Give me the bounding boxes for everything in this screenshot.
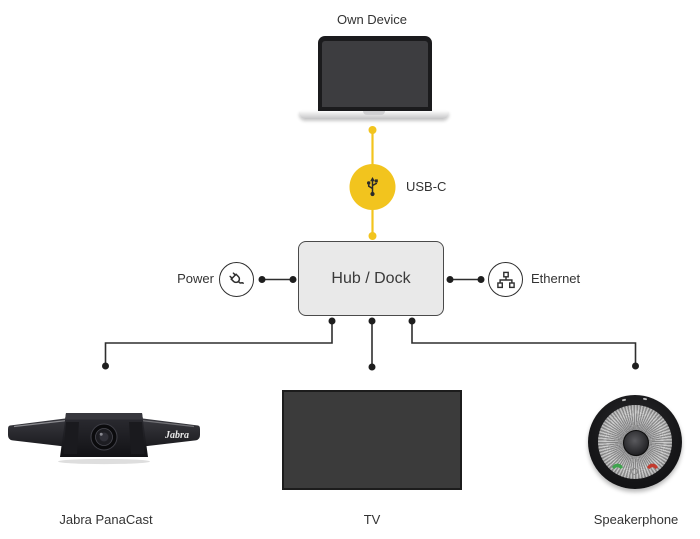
camera-shadow — [58, 458, 150, 465]
speakerphone-label: Speakerphone — [593, 512, 679, 527]
speaker-center-hub — [623, 430, 649, 456]
camera-center-lens — [90, 423, 118, 451]
hub-dock-label: Hub / Dock — [331, 269, 411, 287]
laptop-display — [322, 41, 428, 107]
power-label: Power — [177, 271, 214, 286]
speakerphone-illustration — [588, 395, 682, 489]
ethernet-port-circle — [488, 262, 523, 297]
laptop-trackpad-notch — [363, 111, 385, 115]
usb-c-connector — [349, 126, 396, 240]
usb-c-label: USB-C — [406, 179, 447, 194]
speaker-power-icon — [631, 468, 638, 475]
ethernet-network-icon — [496, 271, 515, 288]
speaker-bluetooth-indicator — [642, 397, 648, 401]
connector-power-to-hub — [258, 276, 297, 283]
connector-hub-to-speakerphone — [408, 317, 639, 370]
jabra-panacast-illustration: Jabra — [8, 413, 200, 465]
camera-right-lens-facet — [129, 422, 145, 454]
own-device-label: Own Device — [336, 12, 408, 27]
end-call-icon — [647, 463, 658, 470]
camera-left-wing — [8, 418, 69, 447]
connector-hub-to-camera — [102, 317, 336, 370]
tv-label: TV — [363, 512, 381, 527]
hub-dock-box: Hub / Dock — [298, 241, 444, 316]
speaker-top-indicator — [621, 398, 627, 401]
camera-left-lens-facet — [63, 422, 79, 454]
power-port-circle — [219, 262, 254, 297]
power-plug-icon — [228, 271, 244, 284]
jabra-panacast-label: Jabra PanaCast — [59, 512, 153, 527]
tv-illustration — [282, 390, 462, 490]
ethernet-label: Ethernet — [531, 271, 581, 286]
laptop-base — [299, 111, 449, 119]
camera-module-top-face — [65, 413, 143, 420]
answer-call-icon — [612, 463, 623, 470]
usb-trident-icon — [367, 177, 378, 197]
connector-hub-to-tv — [368, 317, 376, 371]
connector-hub-to-ethernet — [446, 276, 485, 283]
camera-right-wing-highlight — [140, 419, 195, 428]
camera-left-wing-highlight — [13, 419, 68, 428]
laptop-screen — [318, 36, 432, 111]
camera-brand-text: Jabra — [164, 430, 189, 441]
